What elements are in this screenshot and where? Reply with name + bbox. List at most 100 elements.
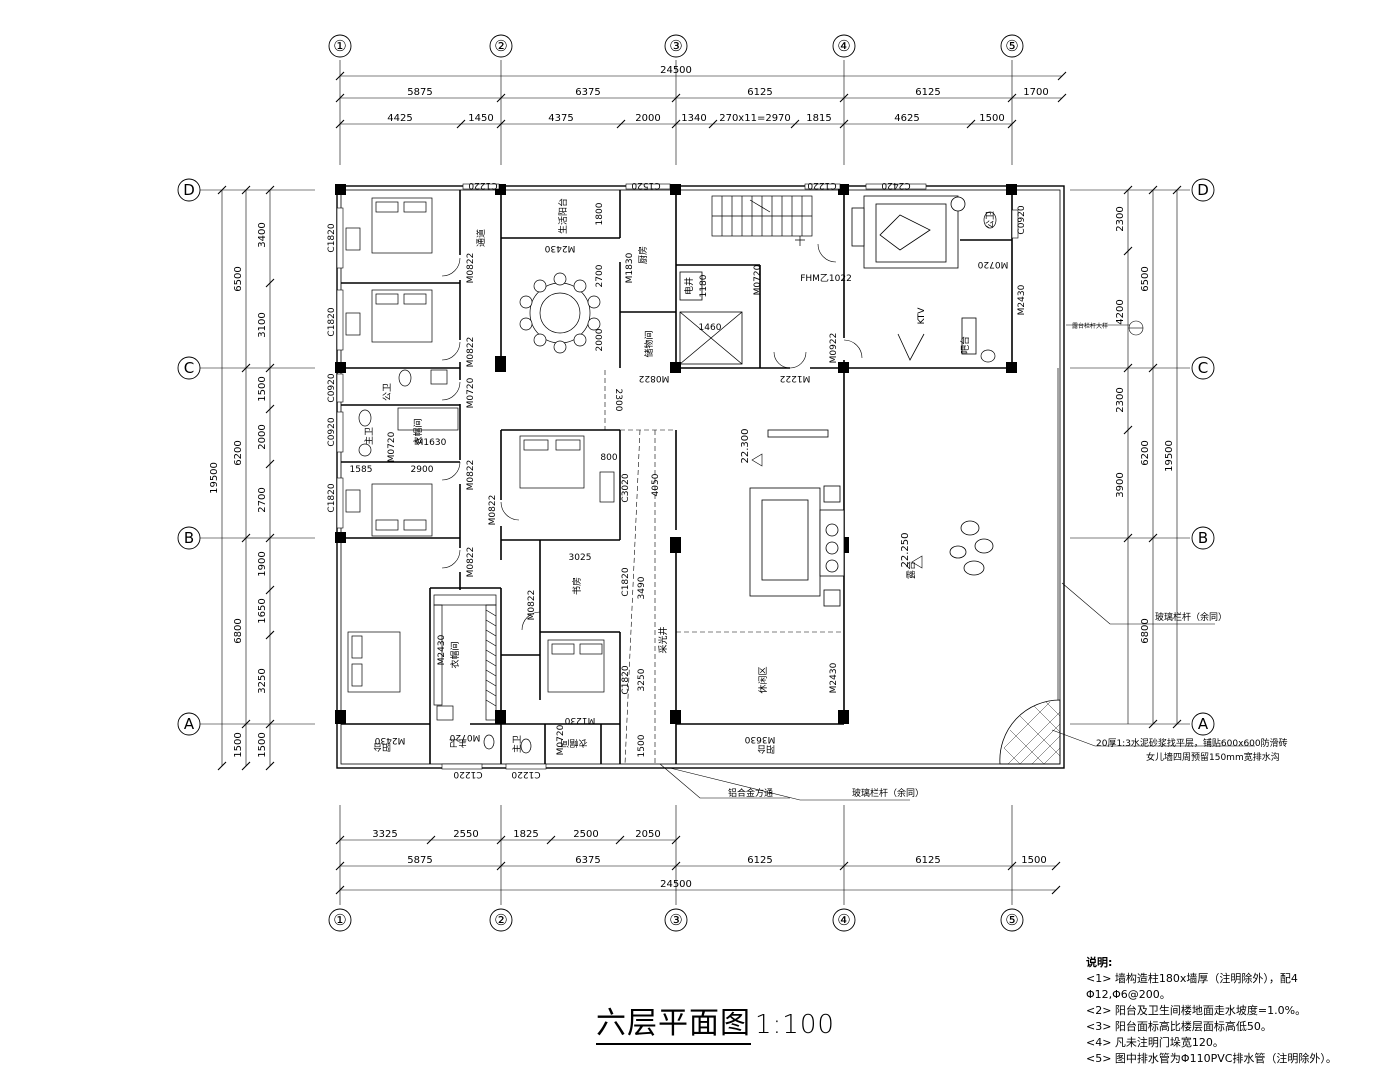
dim-left-2: 6200: [233, 440, 244, 465]
dim-bot-5: 1500: [1021, 855, 1046, 866]
door-labels: M0822 M0822 M0720 M0720 M1630 M0822 M082…: [374, 243, 1027, 755]
room-labels: 生活阳台 厨房 电井 储物间 KTV 公卫 公卫 主卫 衣帽间 衣帽间 衣帽间 …: [363, 198, 996, 755]
living-sofa-set: [749, 429, 845, 607]
dim-left-1: 6500: [233, 266, 244, 291]
axis-row-d-right: D: [1197, 181, 1209, 199]
door-m0720-4: M0720: [556, 724, 566, 755]
door-m0720-5: M0720: [753, 264, 763, 295]
note-item-1: <1> 墙构造柱180x墙厚（注明除外），配4 Φ12,Φ6@200。: [1086, 972, 1298, 1001]
window-marks: [336, 183, 1019, 770]
door-m3630: M3630: [744, 734, 775, 744]
door-m0720-3: M0720: [449, 732, 480, 742]
axis-row-a: A: [184, 715, 195, 733]
dim-right-1: 6500: [1140, 266, 1151, 291]
leader-lines: [659, 320, 1255, 801]
dim-left2-2: 3100: [257, 312, 268, 337]
axis-col-1: ①: [333, 37, 346, 55]
dim-top2-9: 1500: [979, 113, 1004, 124]
room-master-wc-left: 主卫: [363, 427, 375, 445]
room-elevator: 电井: [683, 277, 695, 295]
callout-floor-finish: 20厚1:3水泥砂浆找平层，铺贴600x600防滑砖: [1096, 737, 1288, 749]
dim-top2-1: 4425: [387, 113, 412, 124]
dim-right2-2: 4200: [1115, 299, 1126, 324]
win-c0920-2: C0920: [327, 417, 337, 446]
dim-800: 800: [600, 453, 617, 463]
door-m0822-5: M0822: [488, 495, 498, 526]
dashed-lines: [604, 370, 844, 765]
axis-labels: ① ② ③ ④ ⑤ ① ② ③ ④ ⑤ D C B A D C B A: [183, 37, 1209, 929]
win-c1520-top: C1520: [631, 180, 660, 190]
door-m0822-1: M0822: [466, 253, 476, 284]
axis-grid: [200, 60, 1190, 905]
cloakroom-shelves: [397, 407, 497, 721]
notes-block: 说明: <1> 墙构造柱180x墙厚（注明除外），配4 Φ12,Φ6@200。 …: [1086, 955, 1376, 1067]
win-c1220-top: C1220: [468, 180, 497, 190]
room-leisure: 休闲区: [757, 666, 769, 693]
axis-row-c-right: C: [1198, 359, 1208, 377]
dimension-ticks: [217, 71, 1182, 895]
dim-bot-total: 24500: [660, 879, 692, 890]
dim-top-3: 6125: [747, 87, 772, 98]
dim-top2-4: 2000: [635, 113, 660, 124]
dims-bottom: 3325 2550 1825 2500 2050 5875 6375 6125 …: [372, 829, 1046, 890]
win-c2420: C2420: [881, 180, 910, 190]
win-c1820-1: C1820: [327, 223, 337, 252]
dim-left-4: 1500: [233, 732, 244, 757]
dim-top-2: 6375: [575, 87, 600, 98]
terrace-hatch: [999, 699, 1061, 765]
callouts: 玻璃栏杆（余同） 玻璃栏杆（余同） 铝合金方通 20厚1:3水泥砂浆找平层，铺贴…: [728, 322, 1288, 799]
note-item-2: <2> 阳台及卫生间楼地面走水坡度=1.0%。: [1086, 1004, 1307, 1017]
dim-left2-4: 2000: [257, 424, 268, 449]
dim-right2-1: 2300: [1115, 206, 1126, 231]
axis-bubbles: [177, 34, 1215, 932]
win-c0920-3: C0920: [1017, 205, 1027, 234]
room-walkway: 通道: [475, 229, 487, 247]
axis-col-4: ④: [837, 37, 850, 55]
window-labels: C1220 C1520 C1220 C2420 C1820 C1820 C092…: [327, 180, 1027, 779]
axis-col-3: ③: [669, 37, 682, 55]
room-cloak-left: 衣帽间: [412, 418, 424, 445]
axis-col-1-bottom: ①: [333, 911, 346, 929]
dims-top: 24500 5875 6375 6125 6125 1700 4425 1450…: [387, 65, 1048, 124]
callout-aluminium: 铝合金方通: [728, 787, 773, 799]
win-c1220-b1: C1220: [453, 769, 482, 779]
room-master-wc-bottom: 主卫: [449, 737, 467, 749]
door-m2430-2: M2430: [374, 735, 405, 745]
dim-bot2-1: 3325: [372, 829, 397, 840]
callout-glass-rail-bottom: 玻璃栏杆（余同）: [852, 787, 924, 799]
glass-rail: [676, 368, 1064, 769]
win-c3020: C3020: [621, 473, 631, 502]
door-m0720-2: M0720: [387, 431, 397, 462]
dim-2900: 2900: [411, 465, 434, 475]
dim-3490: 3490: [637, 576, 647, 599]
dim-right2-3: 2300: [1115, 387, 1126, 412]
level-22250: 22.250: [900, 533, 911, 568]
staircase: [711, 195, 813, 246]
win-c1820-4: C1820: [621, 567, 631, 596]
win-c1820-5: C1820: [621, 665, 631, 694]
dim-top2-7: 1815: [806, 113, 831, 124]
beds: [345, 197, 615, 693]
door-m1830: M1830: [625, 252, 635, 283]
notes-heading: 说明:: [1086, 956, 1113, 969]
room-balcony-bottom: 阳台: [757, 743, 775, 755]
dim-top-total: 24500: [660, 65, 692, 76]
dim-4050: 4050: [651, 473, 661, 496]
elevator-shaft: [679, 271, 743, 365]
axis-row-a-right: A: [1198, 715, 1209, 733]
axis-col-4-bottom: ④: [837, 911, 850, 929]
dim-bot-4: 6125: [915, 855, 940, 866]
dim-top2-5: 1340: [681, 113, 706, 124]
room-cloakroom: 衣帽间: [449, 641, 461, 668]
axis-col-2-bottom: ②: [494, 911, 507, 929]
axis-row-b: B: [184, 529, 194, 547]
dim-top-1: 5875: [407, 87, 432, 98]
room-balcony-left: 阳台: [373, 741, 391, 753]
room-storage: 储物间: [643, 330, 655, 357]
dim-3025: 3025: [569, 553, 592, 563]
dim-right-2: 6200: [1140, 440, 1151, 465]
dim-top2-3: 4375: [548, 113, 573, 124]
dim-top2-8: 4625: [894, 113, 919, 124]
axis-col-5-bottom: ⑤: [1005, 911, 1018, 929]
